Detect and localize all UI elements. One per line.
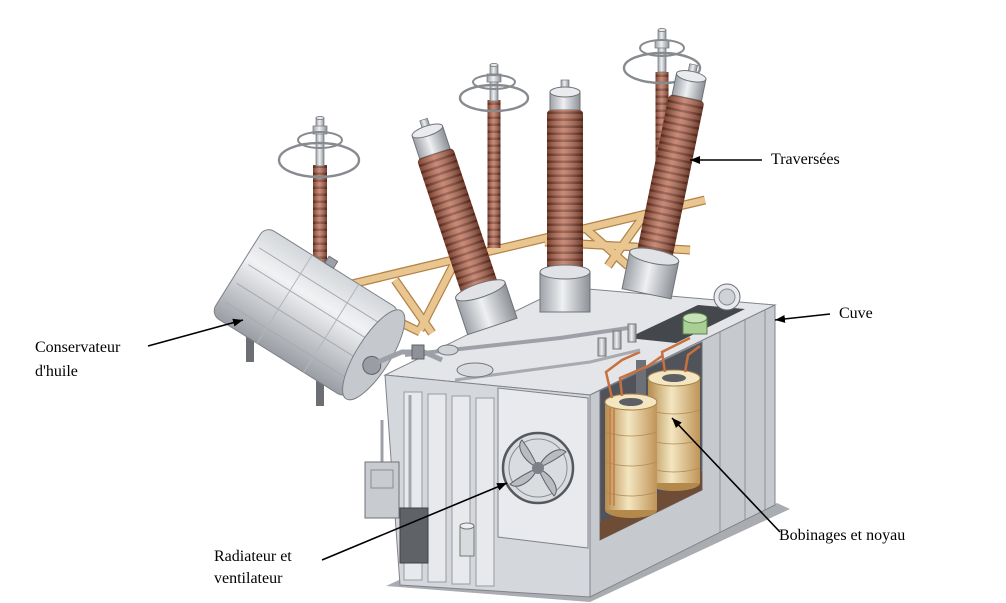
corona-ring (277, 141, 361, 179)
fan (501, 431, 575, 505)
label-windings: Bobinages et noyau (779, 527, 905, 544)
fan-blade (536, 449, 567, 469)
dome-fitting (437, 344, 459, 356)
thin-bushing-left (277, 116, 361, 287)
top-fittings (404, 283, 745, 382)
copper-leads (604, 336, 701, 399)
corona-ring (639, 39, 685, 57)
corona-ring (622, 51, 702, 85)
arrow-radiator (321, 482, 508, 561)
label-conservator-line1: Conservateur (35, 339, 121, 356)
fan-hub (532, 462, 544, 474)
fan-blade (519, 439, 539, 470)
conservator-support (246, 336, 254, 362)
terminal-post (597, 337, 607, 357)
main-bushing-left (411, 117, 518, 336)
label-conservator-line2: d'huile (35, 363, 78, 380)
conservator-support (316, 380, 324, 406)
callouts: Traversées Cuve Conservateur d'huile Rad… (35, 151, 905, 587)
arrow-conservator (147, 318, 244, 347)
control-cabinet (364, 420, 400, 519)
windings-and-core (600, 336, 702, 540)
winding-front (604, 393, 658, 518)
junction-box (399, 507, 429, 564)
main-bushing-right (621, 63, 707, 300)
conservator (213, 229, 406, 401)
winding-back (647, 369, 701, 491)
fan-blade (537, 466, 557, 497)
corona-ring (297, 131, 343, 149)
thin-bushing-middle (458, 63, 530, 248)
sampling-valve (459, 522, 475, 557)
label-radiator-line2: ventilateur (214, 570, 283, 587)
corona-ring (472, 74, 516, 90)
terminal-post (612, 330, 622, 350)
main-bushing-middle (539, 79, 591, 313)
fan-blade (509, 467, 540, 487)
oil-pipe (454, 348, 641, 382)
conservator-boss (362, 355, 382, 375)
conservator-valve (411, 344, 425, 360)
corona-ring (458, 83, 530, 113)
label-bushings: Traversées (771, 151, 840, 168)
label-radiator-line1: Radiateur et (214, 548, 292, 565)
inspection-cover (456, 362, 494, 378)
arrow-tank (774, 313, 831, 323)
terminal-post (627, 323, 637, 343)
arrow-windings (671, 417, 781, 533)
label-tank: Cuve (839, 305, 873, 322)
